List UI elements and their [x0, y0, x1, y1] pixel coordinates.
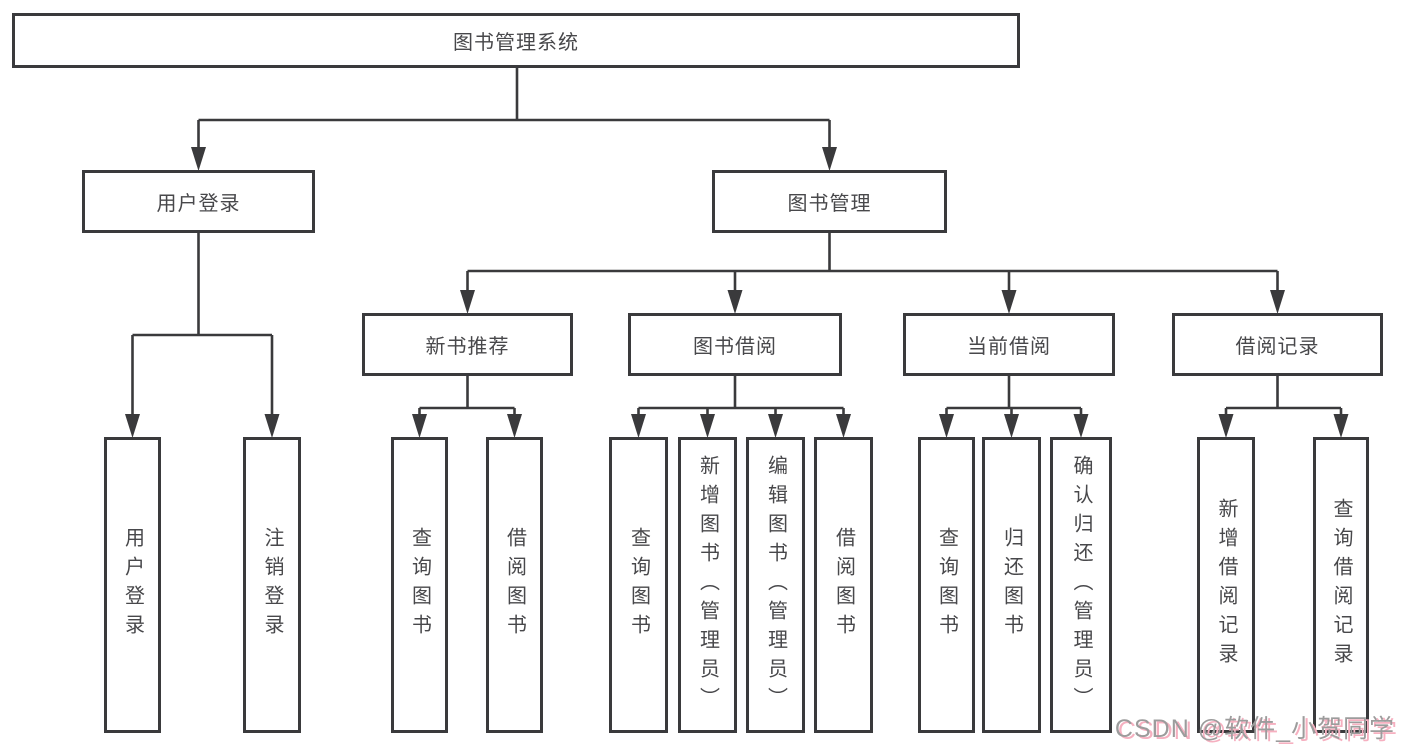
node-label: 图书管理 — [787, 193, 872, 215]
node-current-borrowing: 当前借阅 — [903, 313, 1115, 376]
node-label: 确认归还（管理员） — [1070, 454, 1092, 716]
node-leaf-query-book-2: 查询图书 — [609, 437, 668, 733]
node-label: 新增图书（管理员） — [696, 454, 719, 716]
node-label: 借阅图书 — [832, 527, 855, 643]
node-label: 图书借阅 — [693, 336, 777, 358]
node-label: 查询借阅记录 — [1330, 498, 1352, 672]
node-leaf-query-borrow-record: 查询借阅记录 — [1313, 437, 1369, 733]
node-label: 查询图书 — [935, 527, 958, 643]
node-leaf-add-book-admin: 新增图书（管理员） — [678, 437, 737, 733]
node-book-management: 图书管理 — [712, 170, 947, 233]
node-new-book-recommend: 新书推荐 — [362, 313, 573, 376]
node-label: 用户登录 — [121, 527, 144, 643]
node-label: 查询图书 — [627, 527, 650, 643]
node-leaf-return-book: 归还图书 — [982, 437, 1041, 733]
node-leaf-query-book-3: 查询图书 — [918, 437, 975, 733]
node-label: 注销登录 — [261, 527, 283, 643]
node-leaf-borrow-book-1: 借阅图书 — [486, 437, 543, 733]
node-leaf-edit-book-admin: 编辑图书（管理员） — [746, 437, 805, 733]
node-label: 编辑图书（管理员） — [764, 454, 787, 716]
arrowheads — [125, 147, 1349, 438]
node-book-borrowing: 图书借阅 — [628, 313, 842, 376]
node-leaf-logout: 注销登录 — [243, 437, 301, 733]
node-label: 借阅图书 — [503, 527, 526, 643]
node-label: 图书管理系统 — [453, 32, 579, 54]
node-label: 新书推荐 — [425, 336, 510, 358]
node-book-management-system: 图书管理系统 — [12, 13, 1020, 68]
node-borrowing-records: 借阅记录 — [1172, 313, 1383, 376]
csdn-watermark: CSDN @软件_小贺同学 — [1114, 715, 1395, 743]
node-label: 借阅记录 — [1235, 336, 1320, 358]
node-leaf-user-login: 用户登录 — [104, 437, 161, 733]
node-label: 新增借阅记录 — [1215, 498, 1237, 672]
node-label: 归还图书 — [1000, 527, 1023, 643]
node-leaf-confirm-return-admin: 确认归还（管理员） — [1050, 437, 1112, 733]
node-label: 用户登录 — [156, 193, 241, 215]
node-label: 查询图书 — [408, 527, 431, 643]
node-label: 当前借阅 — [967, 336, 1051, 358]
node-user-login: 用户登录 — [82, 170, 315, 233]
node-leaf-add-borrow-record: 新增借阅记录 — [1197, 437, 1255, 733]
node-leaf-query-book-1: 查询图书 — [391, 437, 448, 733]
node-leaf-borrow-book-2: 借阅图书 — [814, 437, 873, 733]
